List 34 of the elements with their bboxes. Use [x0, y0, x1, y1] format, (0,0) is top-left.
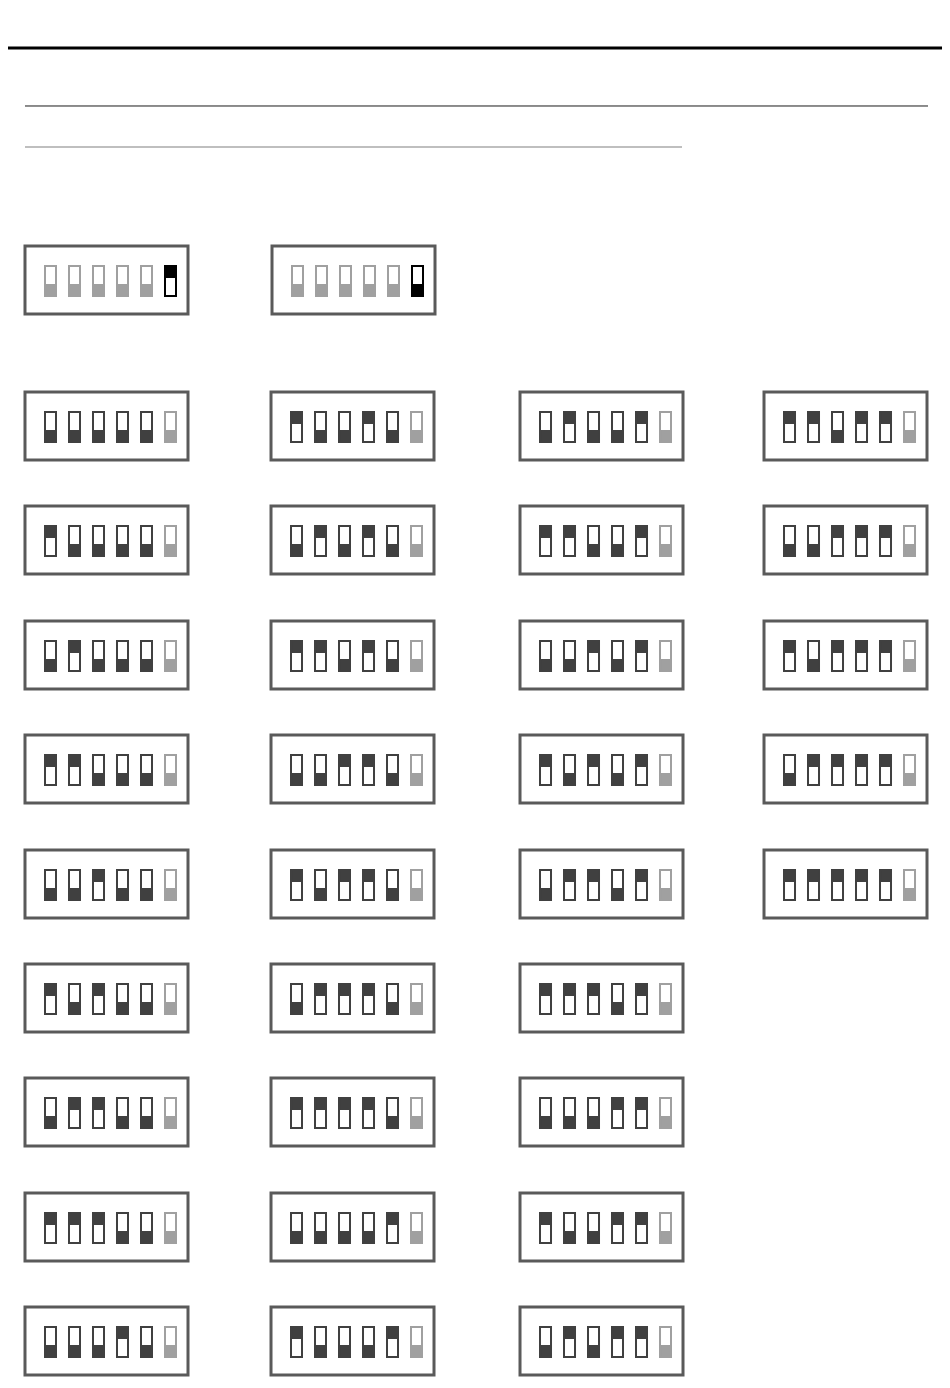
- dip-switch-drawing: [762, 848, 929, 920]
- dip-switch-drawing: [518, 733, 685, 805]
- dip-switch-drawing: [762, 390, 929, 462]
- dip-switch-drawing: [269, 962, 436, 1034]
- dip-switch-drawing: [23, 1305, 190, 1377]
- dip-switch-drawing: [518, 1191, 685, 1263]
- dip-switch-drawing: [762, 619, 929, 691]
- dip-switch-drawing: [23, 733, 190, 805]
- dip-switch-drawing: [518, 848, 685, 920]
- dip-switch-drawing: [518, 962, 685, 1034]
- dip-switch-drawing: [269, 1305, 436, 1377]
- dip-switch-drawing: [23, 619, 190, 691]
- dip-switch-drawing: [518, 1305, 685, 1377]
- dip-switch-drawing: [762, 733, 929, 805]
- dip-switch-drawing: [518, 390, 685, 462]
- dip-switch-drawing: [269, 848, 436, 920]
- dip-switch-drawing: [269, 504, 436, 576]
- dip-switch-drawing: [762, 504, 929, 576]
- dip-switch-drawing: [23, 504, 190, 576]
- dip-switch-drawing: [23, 962, 190, 1034]
- dip-switch-drawing: [269, 733, 436, 805]
- dip-switch-drawing: [269, 1076, 436, 1148]
- dip-switch-drawing: [518, 1076, 685, 1148]
- dip-switch-drawing: [23, 1191, 190, 1263]
- dip-switch-drawing: [269, 390, 436, 462]
- dip-switch-drawing: [23, 390, 190, 462]
- dip-switch-drawing: [23, 1076, 190, 1148]
- dip-switch-drawing: [23, 244, 190, 316]
- dip-switch-drawing: [270, 244, 437, 316]
- dip-switch-drawing: [23, 848, 190, 920]
- dip-switch-drawing: [269, 619, 436, 691]
- dip-switch-drawing: [518, 619, 685, 691]
- dip-switch-drawing: [518, 504, 685, 576]
- dip-switch-drawing: [269, 1191, 436, 1263]
